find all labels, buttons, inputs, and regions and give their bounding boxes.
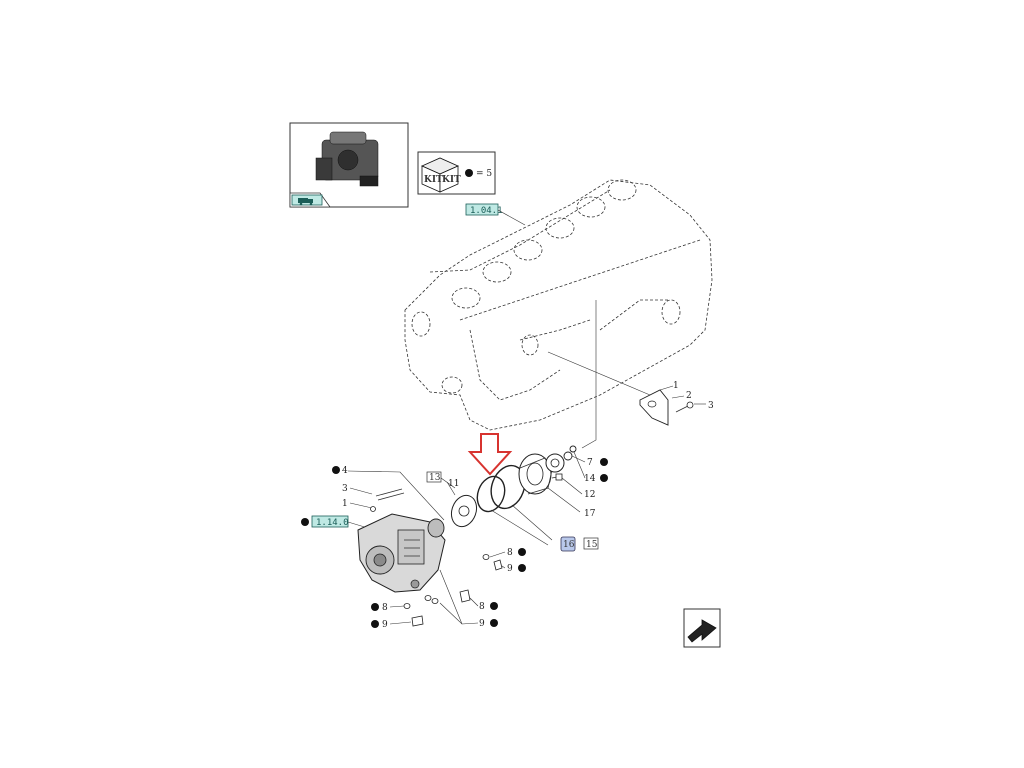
callout-3-top: 3 xyxy=(708,401,714,411)
kit-bullet-9-middle xyxy=(490,619,498,627)
kit-bullet-8-left xyxy=(371,603,379,611)
callout-12: 12 xyxy=(584,490,595,500)
kit-bullet-8-middle xyxy=(490,602,498,610)
callout-3-left: 3 xyxy=(342,484,348,494)
kit-bullet-14 xyxy=(600,474,608,482)
callout-9-left: 9 xyxy=(382,620,388,630)
callout-1-left: 1 xyxy=(342,499,348,509)
fitting-9-middle xyxy=(459,589,471,603)
fitting-o-ring-8-right xyxy=(482,554,490,560)
bolt-12 xyxy=(551,473,563,481)
svg-text:KIT: KIT xyxy=(442,175,461,185)
fitting-8-middle xyxy=(424,595,439,604)
callout-2: 2 xyxy=(686,391,692,401)
kit-bullet-9-left xyxy=(371,620,379,628)
washer-14 xyxy=(569,445,577,453)
bolt-3-top xyxy=(675,401,694,413)
engine-block xyxy=(404,179,713,431)
kit-bullet-8-right xyxy=(518,548,526,556)
callout-16-box[interactable]: 16 xyxy=(560,536,576,552)
kit-box-icon: KIT KIT xyxy=(421,157,461,193)
svg-text:16: 16 xyxy=(563,540,575,550)
callout-4: 4 xyxy=(342,466,348,476)
kit-legend: KIT KIT = 5 xyxy=(417,151,496,195)
kit-bullet-7 xyxy=(600,458,608,466)
svg-text:1.04.1: 1.04.1 xyxy=(470,206,503,216)
callout-8-middle: 8 xyxy=(479,602,485,612)
drive-gear xyxy=(545,453,565,473)
callout-14: 14 xyxy=(584,474,596,484)
install-direction-arrow xyxy=(467,433,513,476)
kit-bullet-pump xyxy=(301,518,309,526)
next-page-button[interactable] xyxy=(683,608,721,648)
o-rings xyxy=(476,464,526,513)
fitting-9-left xyxy=(411,615,424,627)
callout-1-plate: 1 xyxy=(673,381,679,391)
stud-bolt xyxy=(370,488,405,512)
callout-15-box: 15 xyxy=(583,537,599,550)
fitting-8-left xyxy=(403,603,411,609)
svg-text:1.14.0: 1.14.0 xyxy=(316,518,349,528)
callout-8-left: 8 xyxy=(382,603,388,613)
callout-13-box: 13 xyxy=(426,471,442,483)
callout-17: 17 xyxy=(584,509,596,519)
svg-text:13: 13 xyxy=(429,473,441,483)
injection-pump xyxy=(357,513,446,593)
next-page-arrow-icon xyxy=(687,619,717,643)
callout-11: 11 xyxy=(448,479,459,489)
svg-text:KIT: KIT xyxy=(424,175,443,185)
callout-7: 7 xyxy=(587,458,593,468)
engine-thumbnail[interactable] xyxy=(289,122,409,208)
kit-note: = 5 xyxy=(476,169,492,179)
pump-flange xyxy=(518,453,553,495)
callout-8-right: 8 xyxy=(507,548,513,558)
callout-9-middle: 9 xyxy=(479,619,485,629)
nut-7 xyxy=(563,451,573,461)
svg-text:15: 15 xyxy=(586,540,598,550)
gasket-plate xyxy=(450,494,478,528)
block-ref-tag[interactable]: 1.04.1 xyxy=(465,203,503,216)
cover-plate xyxy=(639,389,669,426)
kit-bullet-9-right xyxy=(518,564,526,572)
kit-bullet-4 xyxy=(332,466,340,474)
fitting-9-right xyxy=(493,559,503,571)
truck-icon xyxy=(298,198,313,206)
callout-9-right: 9 xyxy=(507,564,513,574)
kit-bullet xyxy=(465,169,473,177)
pump-ref-tag[interactable]: 1.14.0 xyxy=(311,515,349,528)
thumbnail-tag[interactable] xyxy=(291,194,323,206)
